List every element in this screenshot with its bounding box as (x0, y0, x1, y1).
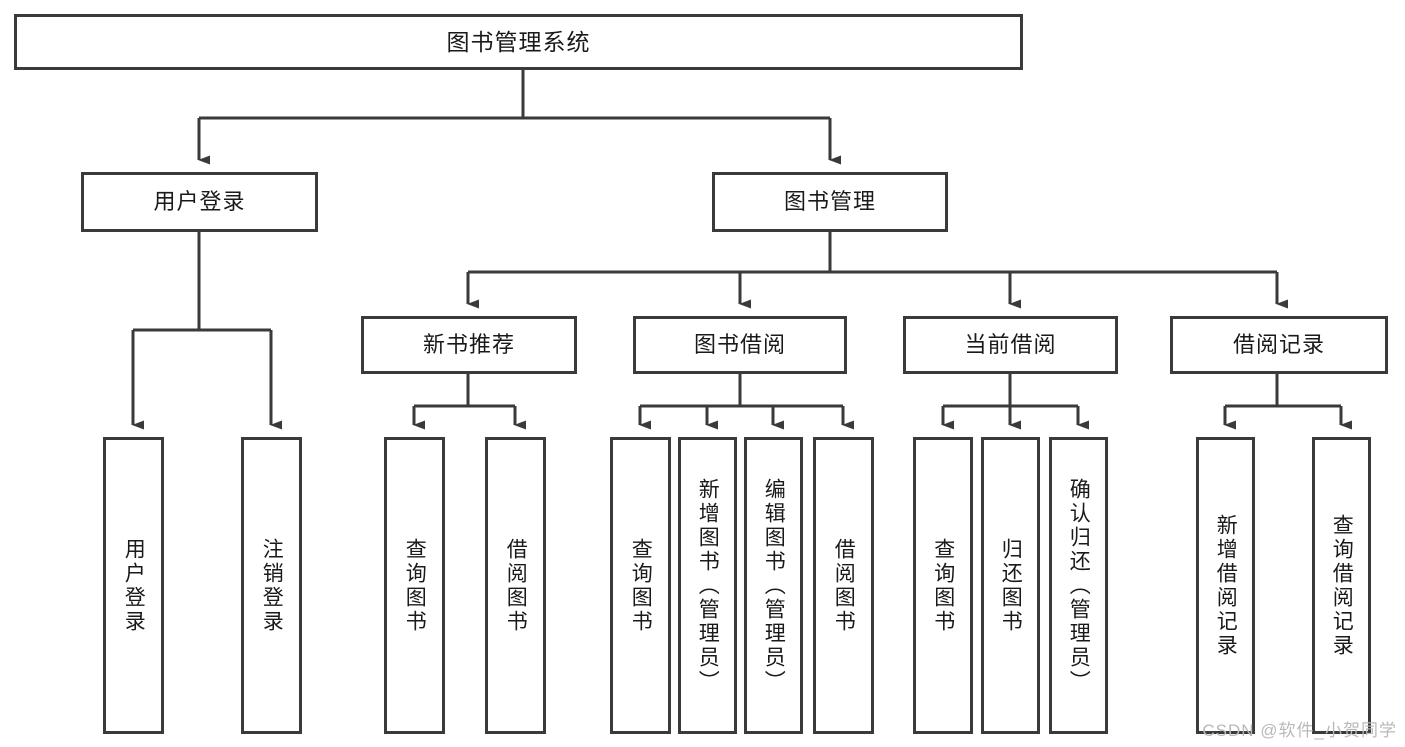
leaf-record-query-record[interactable]: 查询借阅记录 (1312, 437, 1371, 734)
node-new-book-recommend[interactable]: 新书推荐 (361, 316, 577, 374)
leaf-borrow-borrow-book[interactable]: 借阅图书 (813, 437, 874, 734)
leaf-current-confirm-return-admin[interactable]: 确认归还（管理员） (1049, 437, 1108, 734)
leaf-label: 查询借阅记录 (1330, 513, 1354, 658)
node-borrow-record[interactable]: 借阅记录 (1170, 316, 1388, 374)
leaf-label: 确认归还（管理员） (1067, 477, 1091, 694)
node-book-borrow[interactable]: 图书借阅 (633, 316, 847, 374)
node-current-borrow[interactable]: 当前借阅 (903, 316, 1118, 374)
leaf-user-login-logout[interactable]: 注销登录 (241, 437, 302, 734)
leaf-new-book-query-book[interactable]: 查询图书 (384, 437, 445, 734)
leaf-label: 归还图书 (999, 537, 1023, 634)
node-root-system[interactable]: 图书管理系统 (14, 14, 1023, 70)
leaf-label: 查询图书 (931, 537, 955, 634)
leaf-label: 查询图书 (629, 537, 653, 634)
leaf-current-query-book[interactable]: 查询图书 (913, 437, 973, 734)
leaf-borrow-add-book-admin[interactable]: 新增图书（管理员） (678, 437, 737, 734)
leaf-user-login-login[interactable]: 用户登录 (103, 437, 164, 734)
leaf-label: 编辑图书（管理员） (762, 477, 786, 694)
leaf-record-add-record[interactable]: 新增借阅记录 (1196, 437, 1255, 734)
leaf-label: 借阅图书 (832, 537, 856, 634)
leaf-label: 用户登录 (122, 537, 146, 634)
leaf-label: 查询图书 (403, 537, 427, 634)
leaf-label: 新增借阅记录 (1214, 513, 1238, 658)
leaf-current-return-book[interactable]: 归还图书 (981, 437, 1040, 734)
csdn-watermark: CSDN @软件_小贺同学 (1202, 721, 1397, 740)
node-book-management[interactable]: 图书管理 (712, 172, 948, 232)
node-user-login[interactable]: 用户登录 (81, 172, 318, 232)
leaf-new-book-borrow-book[interactable]: 借阅图书 (485, 437, 546, 734)
leaf-label: 新增图书（管理员） (696, 477, 720, 694)
leaf-label: 借阅图书 (504, 537, 528, 634)
leaf-label: 注销登录 (260, 537, 284, 634)
leaf-borrow-edit-book-admin[interactable]: 编辑图书（管理员） (744, 437, 803, 734)
leaf-borrow-query-book[interactable]: 查询图书 (610, 437, 671, 734)
